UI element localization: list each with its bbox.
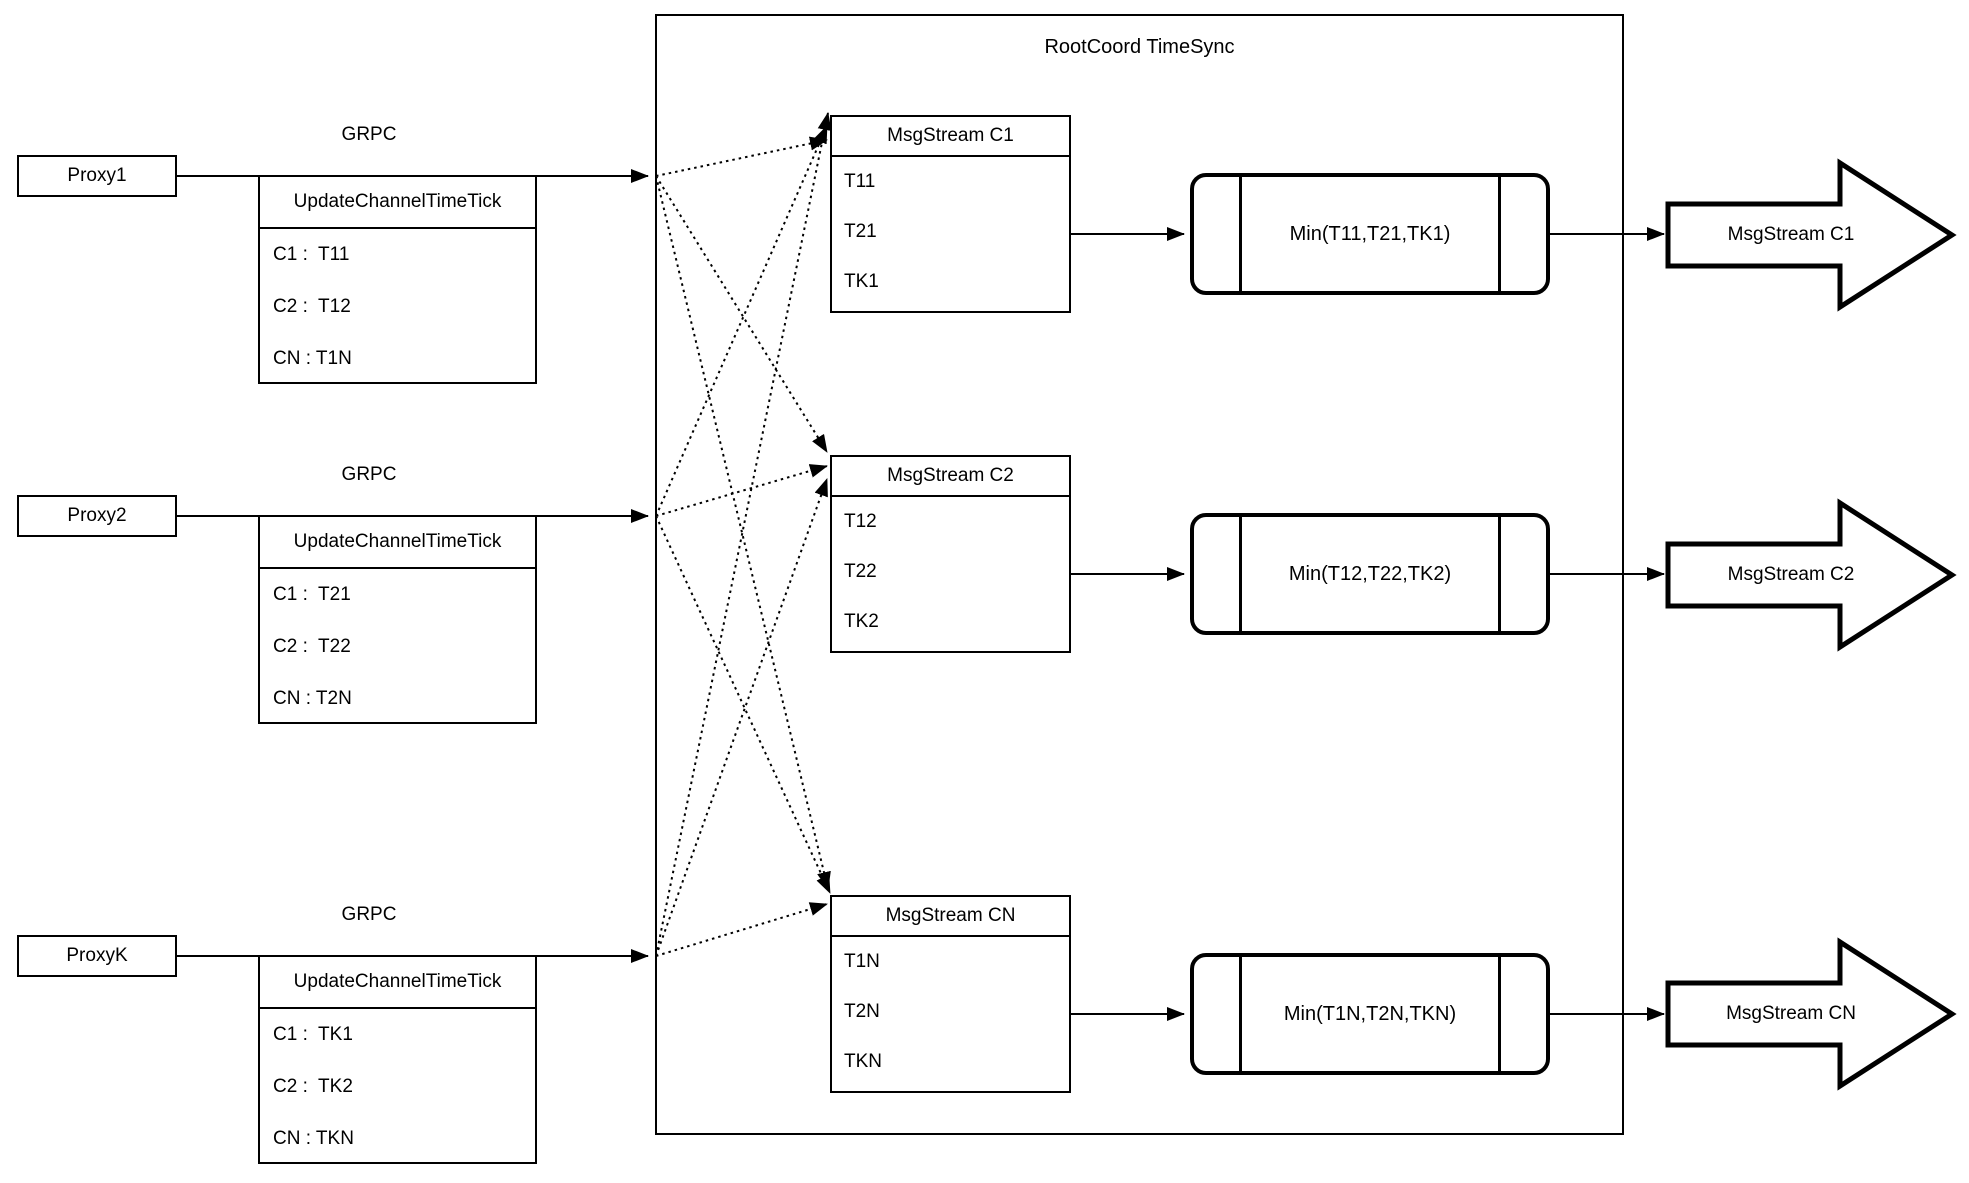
grpc-label: GRPC xyxy=(341,464,397,485)
proxy-box: Proxy1 xyxy=(17,155,177,197)
msgstream-table: MsgStream C1 T11 T21 TK1 xyxy=(830,115,1071,313)
table-row: C2 : TK2 xyxy=(273,1076,353,1097)
table-row: T22 xyxy=(844,561,877,582)
rootcoord-title: RootCoord TimeSync xyxy=(1044,36,1235,58)
min-box-left-cell xyxy=(1194,517,1242,631)
table-row: TK2 xyxy=(844,611,879,632)
table-row: CN : TKN xyxy=(273,1128,354,1149)
grpc-label: GRPC xyxy=(341,904,397,925)
dotted-sync-line xyxy=(655,112,832,957)
table-row: TKN xyxy=(844,1051,882,1072)
min-label: Min(T11,T21,TK1) xyxy=(1289,222,1451,245)
output-arrow-label: MsgStream C1 xyxy=(1727,224,1855,245)
table-header: UpdateChannelTimeTick xyxy=(260,957,535,1009)
table-row: CN : T2N xyxy=(273,688,352,709)
update-channel-timetick-table: UpdateChannelTimeTick C1 : T21 C2 : T22 … xyxy=(258,515,537,724)
msgstream-table: MsgStream C2 T12 T22 TK2 xyxy=(830,455,1071,653)
update-channel-timetick-table: UpdateChannelTimeTick C1 : TK1 C2 : TK2 … xyxy=(258,955,537,1164)
table-header: MsgStream C1 xyxy=(832,117,1069,157)
dotted-sync-line xyxy=(655,175,828,453)
min-box-right-cell xyxy=(1498,177,1546,291)
output-arrow-shape xyxy=(1665,498,1957,652)
table-header: UpdateChannelTimeTick xyxy=(260,177,535,229)
table-row: TK1 xyxy=(844,271,879,292)
table-row: C2 : T22 xyxy=(273,636,351,657)
min-box-right-cell xyxy=(1498,957,1546,1071)
min-label: Min(T1N,T2N,TKN) xyxy=(1283,1002,1457,1025)
output-arrow-shape xyxy=(1665,937,1957,1091)
table-header: UpdateChannelTimeTick xyxy=(260,517,535,569)
min-operator-box: Min(T12,T22,TK2) xyxy=(1190,513,1550,635)
output-arrow-label: MsgStream CN xyxy=(1726,1003,1856,1024)
output-arrow-label: MsgStream C2 xyxy=(1727,564,1855,585)
table-row: T1N xyxy=(844,951,880,972)
table-header: MsgStream CN xyxy=(832,897,1069,937)
output-arrow-shape xyxy=(1665,158,1957,312)
table-row: C1 : TK1 xyxy=(273,1024,353,1045)
proxy-box: ProxyK xyxy=(17,935,177,977)
table-row: T12 xyxy=(844,511,877,532)
rootcoord-container xyxy=(655,14,1624,1135)
table-row: C1 : T11 xyxy=(273,244,350,265)
update-channel-timetick-table: UpdateChannelTimeTick C1 : T11 C2 : T12 … xyxy=(258,175,537,384)
table-row: T21 xyxy=(844,221,877,242)
table-row: CN : T1N xyxy=(273,348,352,369)
min-box-left-cell xyxy=(1194,957,1242,1071)
table-row: C1 : T21 xyxy=(273,584,351,605)
min-box-right-cell xyxy=(1498,517,1546,631)
min-label: Min(T12,T22,TK2) xyxy=(1288,562,1452,585)
msgstream-table: MsgStream CN T1N T2N TKN xyxy=(830,895,1071,1093)
table-row: T2N xyxy=(844,1001,880,1022)
min-box-left-cell xyxy=(1194,177,1242,291)
grpc-label: GRPC xyxy=(341,124,397,145)
min-operator-box: Min(T11,T21,TK1) xyxy=(1190,173,1550,295)
table-header: MsgStream C2 xyxy=(832,457,1069,497)
dotted-sync-line xyxy=(655,175,831,890)
proxy-box: Proxy2 xyxy=(17,495,177,537)
table-row: T11 xyxy=(844,171,876,192)
dotted-sync-line xyxy=(655,515,831,894)
min-operator-box: Min(T1N,T2N,TKN) xyxy=(1190,953,1550,1075)
table-row: C2 : T12 xyxy=(273,296,351,317)
